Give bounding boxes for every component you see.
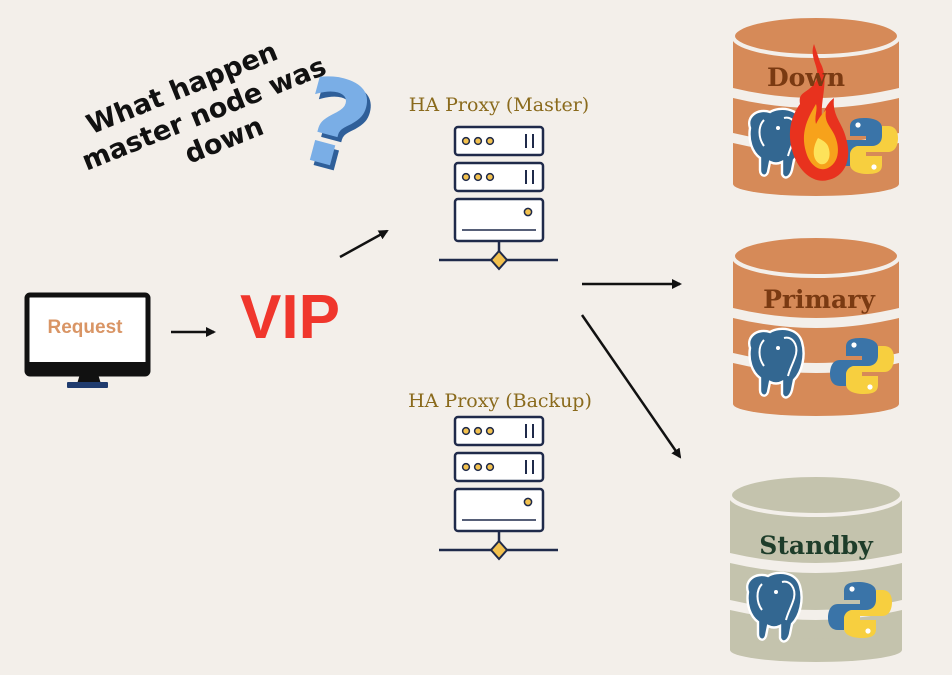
database-standby: Standby bbox=[728, 473, 904, 662]
arrow-proxy-standby bbox=[580, 314, 682, 459]
server-rack-icon bbox=[437, 125, 560, 271]
database-down: Down bbox=[731, 14, 901, 196]
ha-proxy-master: HA Proxy (Master) bbox=[409, 94, 589, 271]
database-primary-label: Primary bbox=[763, 285, 876, 314]
database-cylinder bbox=[728, 473, 904, 662]
vip-label: VIP bbox=[240, 283, 340, 352]
ha-proxy-backup: HA Proxy (Backup) bbox=[408, 390, 592, 561]
database-down-label: Down bbox=[767, 63, 845, 92]
database-primary: Primary bbox=[731, 234, 901, 416]
server-rack-icon bbox=[437, 415, 560, 561]
request-label: Request bbox=[48, 317, 124, 338]
ha-proxy-master-label: HA Proxy (Master) bbox=[409, 94, 589, 116]
request-monitor: Request bbox=[24, 292, 151, 388]
monitor-icon bbox=[24, 292, 151, 388]
arrow-vip-master bbox=[339, 229, 389, 259]
fire-icon bbox=[789, 44, 849, 181]
ha-proxy-backup-label: HA Proxy (Backup) bbox=[408, 390, 592, 412]
database-standby-label: Standby bbox=[759, 531, 874, 560]
